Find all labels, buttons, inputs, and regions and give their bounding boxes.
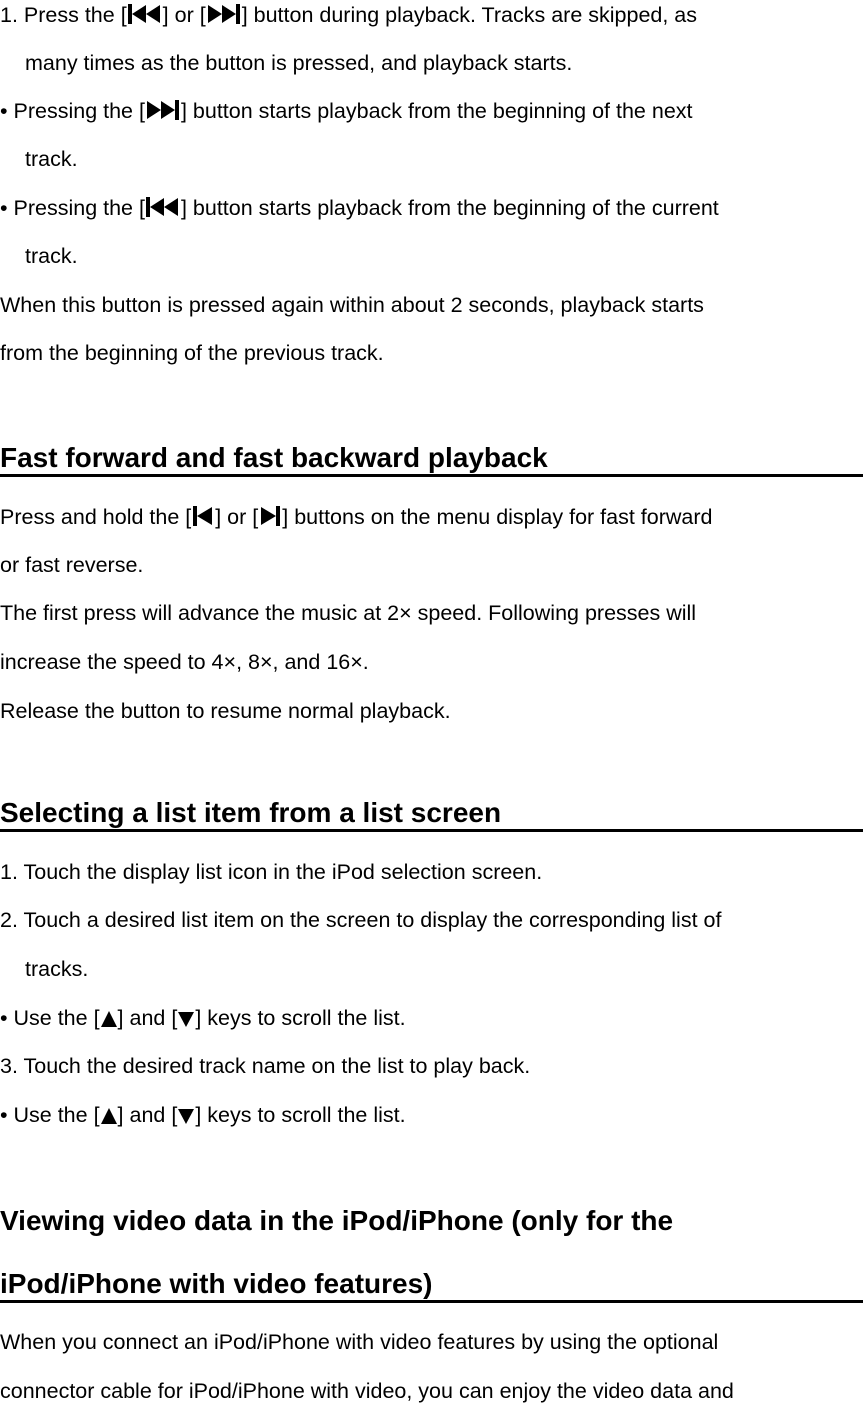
skip-back-icon xyxy=(145,196,181,218)
intro-line-2: many times as the button is pressed, and… xyxy=(25,51,573,75)
up-arrow-icon xyxy=(100,1010,118,1028)
intro-line-8: from the beginning of the previous track… xyxy=(0,341,384,365)
fast-forward-icon xyxy=(258,505,282,527)
list-line-2: 2. Touch a desired list item on the scre… xyxy=(0,908,722,932)
list-line-4: • Use the [ ] and [ ] keys to scroll the l… xyxy=(0,1005,406,1031)
text: ] or [ xyxy=(215,505,259,529)
up-arrow-icon xyxy=(100,1107,118,1125)
heading-video-line-2: iPod/iPhone with video features) xyxy=(0,1268,863,1303)
fast-line-3: The first press will advance the music a… xyxy=(0,601,697,625)
text: ] buttons on the menu display for fast f… xyxy=(282,505,713,529)
intro-line-5: • Pressing the [ ] button starts playback… xyxy=(0,195,719,221)
intro-line-6: track. xyxy=(25,244,78,268)
list-line-1: 1. Touch the display list icon in the iP… xyxy=(0,860,543,884)
intro-line-7: When this button is pressed again within… xyxy=(0,293,704,317)
text: ] button starts playback from the beginn… xyxy=(180,196,719,220)
skip-back-icon xyxy=(127,3,163,25)
skip-forward-icon xyxy=(206,3,242,25)
fast-line-4: increase the speed to 4×, 8×, and 16×. xyxy=(0,650,369,674)
text: • Use the [ xyxy=(0,1006,100,1030)
text: ] and [ xyxy=(117,1103,178,1127)
heading-list-screen: Selecting a list item from a list screen xyxy=(0,797,863,832)
text: ] keys to scroll the list. xyxy=(195,1103,406,1127)
text: ] or [ xyxy=(162,3,206,27)
video-line-2: connector cable for iPod/iPhone with vid… xyxy=(0,1379,734,1403)
text: ] button during playback. Tracks are ski… xyxy=(241,3,698,27)
text: Press and hold the [ xyxy=(0,505,192,529)
intro-line-1: 1. Press the [ ] or [ ] button during play… xyxy=(0,2,697,28)
video-line-1: When you connect an iPod/iPhone with vid… xyxy=(0,1330,719,1354)
text: • Pressing the [ xyxy=(0,196,145,220)
text: • Pressing the [ xyxy=(0,99,145,123)
fast-line-1: Press and hold the [ ] or [ ] buttons on t… xyxy=(0,504,712,530)
heading-fast-forward: Fast forward and fast backward playback xyxy=(0,442,863,477)
down-arrow-icon xyxy=(177,1010,195,1028)
intro-line-4: track. xyxy=(25,147,78,171)
text: ] button starts playback from the beginn… xyxy=(180,99,693,123)
intro-line-3: • Pressing the [ ] button starts playback… xyxy=(0,98,693,124)
list-line-3: tracks. xyxy=(25,957,89,981)
list-line-5: 3. Touch the desired track name on the l… xyxy=(0,1054,531,1078)
rewind-icon xyxy=(191,505,215,527)
skip-forward-icon xyxy=(145,99,181,121)
down-arrow-icon xyxy=(177,1107,195,1125)
fast-line-5: Release the button to resume normal play… xyxy=(0,699,451,723)
text: • Use the [ xyxy=(0,1103,100,1127)
list-line-6: • Use the [ ] and [ ] keys to scroll the l… xyxy=(0,1102,406,1128)
text: ] and [ xyxy=(117,1006,178,1030)
text: ] keys to scroll the list. xyxy=(195,1006,406,1030)
heading-video-line-1: Viewing video data in the iPod/iPhone (o… xyxy=(0,1205,674,1236)
fast-line-2: or fast reverse. xyxy=(0,553,144,577)
text: 1. Press the [ xyxy=(0,3,127,27)
